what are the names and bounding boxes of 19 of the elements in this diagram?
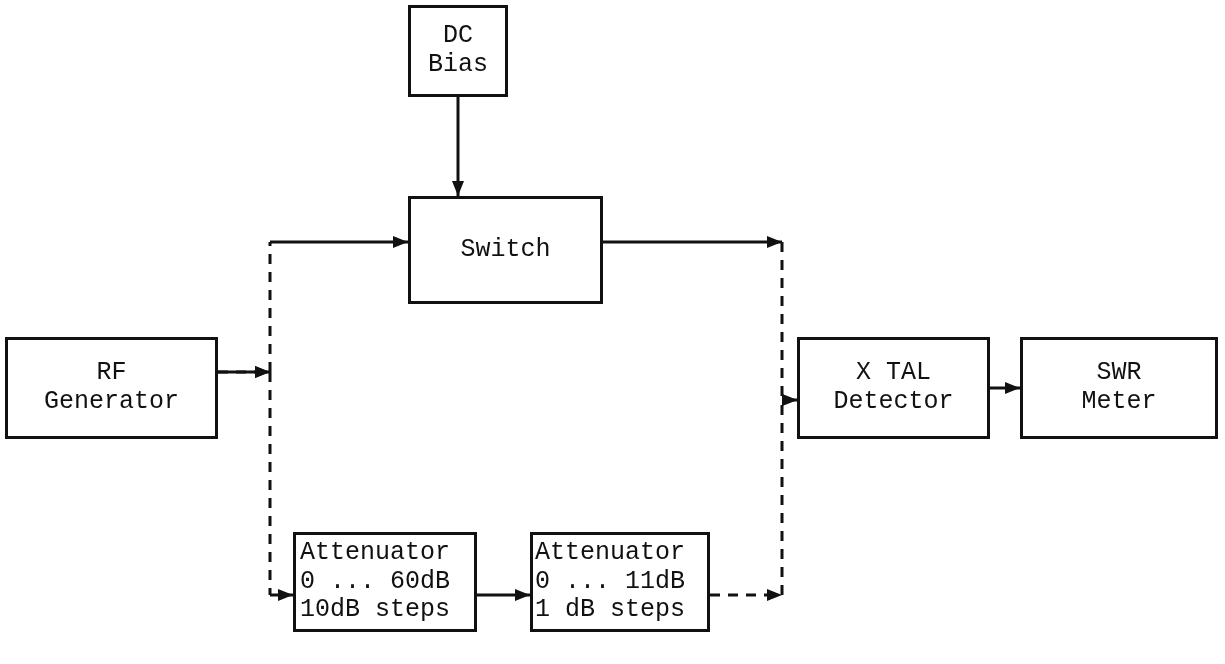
- process-box: [530, 532, 710, 632]
- box-label: DC Bias: [427, 22, 489, 80]
- arrow: [990, 382, 1020, 394]
- arrow: [452, 97, 464, 196]
- arrow: [710, 394, 797, 601]
- arrow: [477, 589, 530, 601]
- box-label: Attenuator 0 ... 11dB 1 dB steps: [535, 538, 687, 626]
- process-box: [408, 196, 603, 304]
- process-box: [293, 532, 477, 632]
- process-box: [5, 337, 218, 439]
- box-label: X TAL Detector: [832, 359, 955, 417]
- process-box: [1020, 337, 1218, 439]
- box-label: SWR Meter: [1080, 359, 1158, 417]
- arrow: [218, 366, 293, 601]
- box-label: Attenuator 0 ... 60dB 10dB steps: [300, 538, 452, 626]
- process-box: [797, 337, 990, 439]
- box-label: Switch: [459, 235, 552, 265]
- box-label: RF Generator: [43, 359, 180, 417]
- process-box: [408, 5, 508, 97]
